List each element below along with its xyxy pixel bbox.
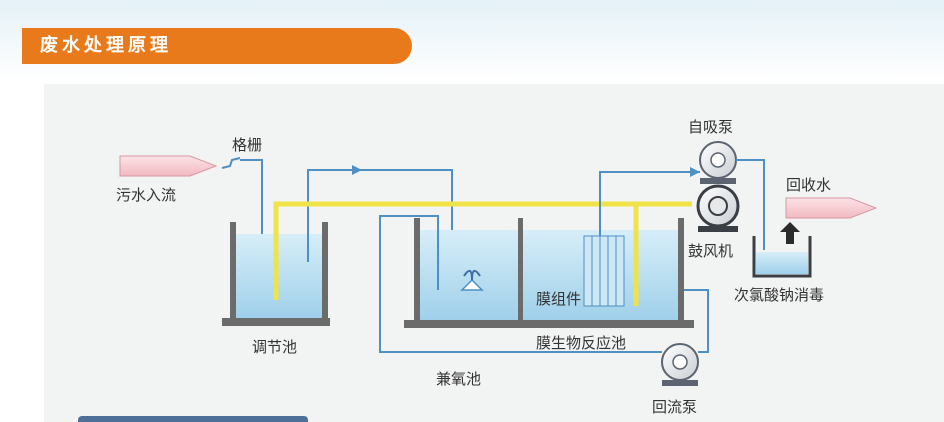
bioreactor-base — [404, 320, 694, 328]
return-pipe — [684, 289, 709, 353]
self-priming-pump-label: 自吸泵 — [688, 118, 733, 136]
membrane-module-label: 膜组件 — [536, 290, 581, 308]
grating-symbol — [221, 157, 241, 169]
bioreactor-right-wall — [678, 218, 684, 322]
return-pipe-to-anoxic — [379, 215, 662, 353]
blower-label: 鼓风机 — [688, 242, 733, 260]
mbr-tank-label: 膜生物反应池 — [536, 334, 626, 352]
membrane-module — [583, 235, 625, 307]
self-priming-pump-icon — [699, 141, 737, 184]
permeate-pipe — [599, 171, 700, 236]
disinfection-tank-walls — [752, 236, 812, 278]
regulating-tank-base — [222, 318, 330, 326]
regulating-tank-label: 调节池 — [252, 338, 297, 356]
section-title: 废水处理原理 — [22, 28, 412, 64]
permeate-pipe-arrow — [690, 167, 700, 177]
mixer-arms — [463, 269, 481, 281]
return-pump-label: 回流泵 — [652, 398, 697, 416]
return-pump-icon — [661, 343, 699, 386]
sewage-inflow-arrow — [119, 155, 218, 177]
bottom-photo-edge — [78, 416, 308, 422]
recycled-water-arrow — [785, 197, 878, 219]
disinfection-tank-water — [756, 252, 808, 274]
grating-label: 格栅 — [232, 136, 262, 154]
disinfection-label: 次氯酸钠消毒 — [734, 286, 824, 304]
anoxic-tank-label: 兼氧池 — [436, 370, 481, 388]
sewage-inflow-label: 污水入流 — [116, 186, 176, 204]
blower-icon — [696, 184, 740, 232]
bioreactor-divider — [518, 218, 523, 322]
transfer-pipe-arrow — [352, 165, 362, 175]
air-pipe — [273, 201, 692, 300]
recycled-water-label: 回收水 — [786, 176, 831, 194]
pump-outlet-pipe — [736, 159, 765, 250]
regulating-tank-right-wall — [322, 222, 328, 322]
bioreactor-left-wall — [414, 218, 420, 322]
regulating-tank-water — [236, 234, 322, 318]
regulating-tank-left-wall — [230, 222, 236, 322]
dosing-arrow — [780, 222, 800, 244]
mixer-icon — [460, 278, 484, 291]
